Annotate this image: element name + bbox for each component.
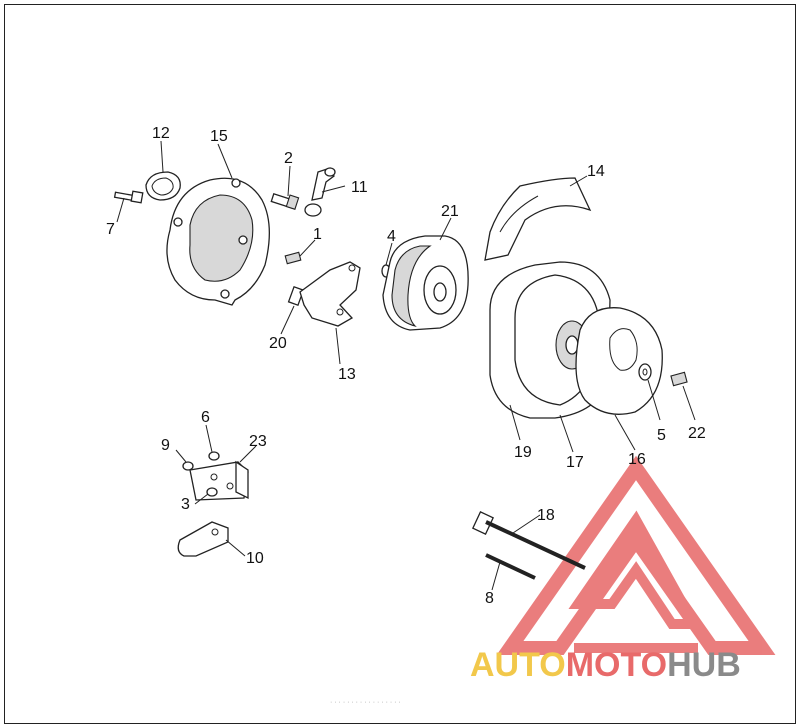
callout-labels: 12 15 2 11 7 1 4 21 14 20 13 19 17 16 5 …: [106, 125, 706, 607]
callout-4: 4: [387, 228, 396, 245]
leader-lines: [116, 140, 696, 591]
callout-23: 23: [249, 433, 267, 450]
automotohub-wordmark: AUTOMOTOHUB: [470, 646, 741, 684]
part-8-pin: [485, 553, 536, 580]
callout-3: 3: [181, 496, 190, 513]
callout-12: 12: [152, 125, 170, 142]
part-6-nut: [208, 451, 220, 461]
callout-7: 7: [106, 221, 115, 238]
wordmark-hub: HUB: [667, 646, 741, 684]
part-5-nut: [638, 363, 652, 381]
callout-8: 8: [485, 590, 494, 607]
callout-10: 10: [246, 550, 264, 567]
callout-5: 5: [657, 427, 666, 444]
part-7-bolt: [113, 190, 144, 204]
diagram-frame: [4, 4, 796, 724]
callout-15: 15: [210, 128, 228, 145]
part-21-filter: [382, 235, 469, 331]
part-15-backplate: [166, 177, 270, 306]
wordmark-moto: MOTO: [566, 646, 667, 684]
callout-21: 21: [441, 203, 459, 220]
callout-16: 16: [628, 451, 646, 468]
wordmark-auto: AUTO: [470, 646, 566, 684]
part-23-plate: [189, 460, 249, 501]
callout-2: 2: [284, 150, 293, 167]
callout-6: 6: [201, 409, 210, 426]
part-9-nut: [182, 461, 194, 471]
automotohub-logo: [496, 455, 776, 655]
part-18-bolt: [471, 511, 586, 570]
part-3-nut: [206, 487, 218, 497]
part-1-screw: [284, 251, 302, 265]
part-20-pin: [287, 285, 305, 307]
svg-text:AUTOMOTOHUB: AUTOMOTOHUB: [470, 646, 741, 684]
part-13-bracket: [299, 261, 361, 327]
footer-text: · · · · · · · · · · · · · · · · ·: [330, 699, 401, 706]
callout-19: 19: [514, 444, 532, 461]
callout-18: 18: [537, 507, 555, 524]
part-22-screw: [670, 371, 688, 387]
callout-13: 13: [338, 366, 356, 383]
callout-20: 20: [269, 335, 287, 352]
part-10-bracket: [177, 521, 229, 557]
part-14-baffle: [484, 177, 592, 261]
callout-11: 11: [351, 179, 368, 196]
callout-9: 9: [161, 437, 170, 454]
callout-14: 14: [587, 163, 605, 180]
part-16-plate: [575, 307, 663, 415]
part-12-gasket: [145, 171, 181, 201]
part-2-screw: [270, 192, 300, 210]
callout-22: 22: [688, 425, 706, 442]
part-11-tube: [304, 167, 336, 217]
callout-1: 1: [313, 226, 322, 243]
callout-17: 17: [566, 454, 584, 471]
